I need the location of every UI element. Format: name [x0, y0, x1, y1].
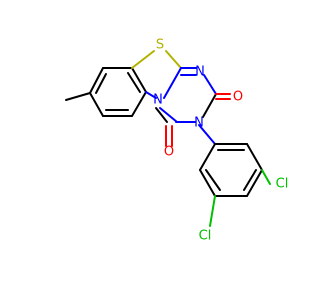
- bond-aryl-5: [199, 169, 216, 197]
- bond-thiazole-n1: [145, 91, 157, 99]
- atom-oxygen-bottom: O: [164, 145, 174, 160]
- bond-benzo-4-inner: [127, 72, 141, 93]
- bond-chlorine-right: [261, 169, 271, 185]
- bond-thiazole-n2: [163, 67, 182, 99]
- atom-label-group: S N N N O O Cl Cl: [153, 38, 288, 244]
- atom-nitrogen-top: N: [195, 65, 205, 80]
- bond-thiazole-s2: [165, 50, 182, 69]
- atom-chlorine-left: Cl: [199, 229, 212, 244]
- bond-aryl-attachment: [198, 124, 216, 145]
- bond-group: [65, 50, 271, 227]
- atom-sulfur: S: [156, 38, 164, 53]
- atom-nitrogen-low: N: [194, 116, 204, 131]
- bond-chlorine-left: [209, 195, 216, 227]
- atom-oxygen-right: O: [233, 90, 243, 105]
- canvas-background: [0, 0, 300, 300]
- bond-benzo-1: [89, 92, 104, 117]
- bond-aryl-3: [246, 169, 263, 197]
- atom-nitrogen-mid: N: [153, 93, 163, 108]
- atom-chlorine-right: Cl: [276, 177, 289, 192]
- bond-benzo-6: [89, 67, 104, 94]
- bond-triazine-2: [203, 74, 217, 95]
- bond-triazine-5: [155, 107, 168, 123]
- bond-benzo-4: [131, 67, 147, 93]
- bond-aryl-6: [199, 143, 216, 171]
- bond-aryl-3-inner: [243, 169, 257, 191]
- bond-aryl-5-inner: [205, 169, 221, 191]
- bond-methyl: [65, 92, 91, 101]
- bond-triazine-6: [159, 107, 178, 123]
- bond-aryl-2: [246, 143, 263, 171]
- bond-benzo-3: [131, 91, 147, 117]
- bond-thiazole-s1: [131, 50, 155, 69]
- molecule-structure: S N N N O O Cl Cl: [0, 0, 300, 300]
- bond-benzo-6-inner: [95, 73, 107, 94]
- bond-triazine-3: [202, 93, 217, 118]
